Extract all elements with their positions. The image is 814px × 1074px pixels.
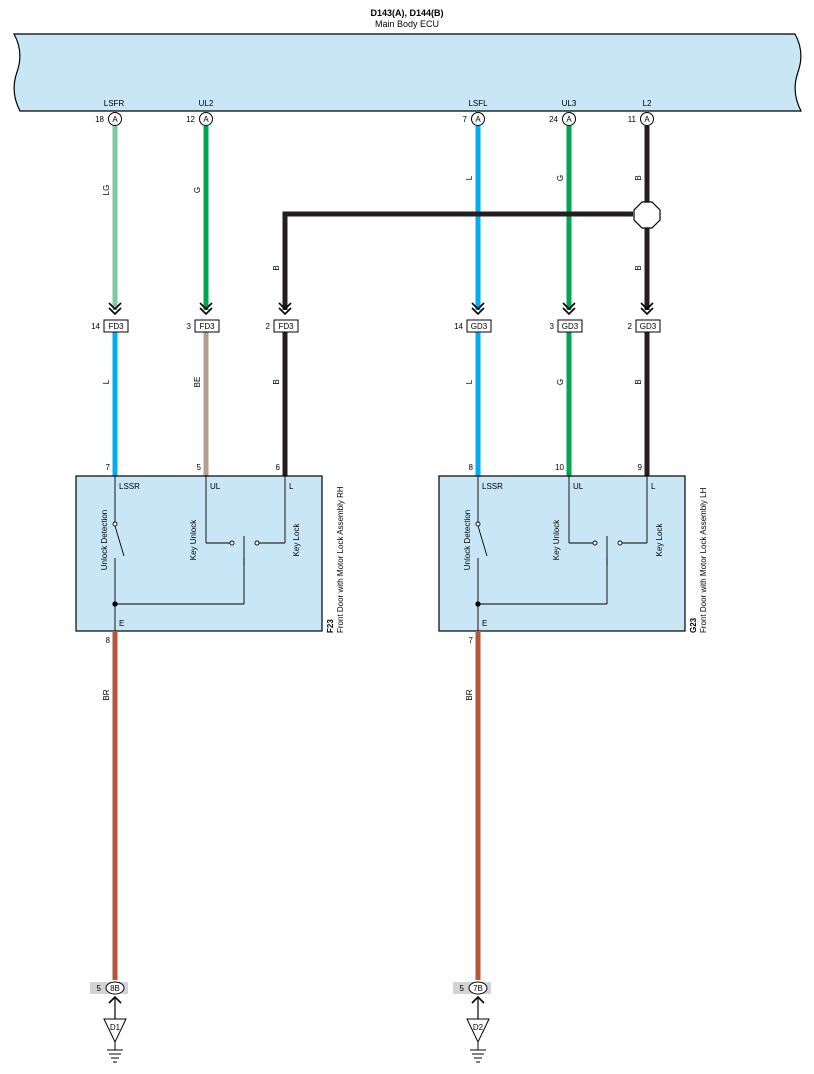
svg-text:FD3: FD3 [199, 322, 215, 331]
rh-pin-num-l: 6 [276, 463, 281, 472]
connector-gd3-14: GD3 14 [454, 319, 492, 333]
svg-text:D1: D1 [110, 1023, 121, 1032]
svg-text:14: 14 [91, 322, 100, 331]
lh-assembly-code: G23 [689, 617, 698, 633]
rh-pin-num-lssr: 7 [106, 463, 111, 472]
connector-gd3-2: GD3 2 [628, 319, 661, 333]
connector-gd3-3: GD3 3 [550, 319, 583, 333]
rh-key-unlock-label: Key Unlock [189, 519, 198, 560]
ecu-pin-l2: A 11 [628, 112, 654, 126]
rh-pin-label-l: L [289, 482, 294, 491]
ecu-pin-ul3: A 24 [549, 112, 576, 126]
lh-pin-num-ul: 10 [555, 463, 564, 472]
wire-label-lg: LG [102, 185, 111, 196]
lh-key-lock-label: Key Lock [655, 523, 664, 557]
ecu-title: D143(A), D144(B) [370, 8, 443, 18]
svg-text:3: 3 [187, 322, 192, 331]
lh-pin-label-e: E [482, 619, 487, 628]
wire-label-g-rh: G [193, 187, 202, 193]
lh-pin-num-lssr: 8 [469, 463, 474, 472]
wire-label-g-lower-lh: G [556, 379, 565, 385]
ground-lh: 7B 5 D2 [453, 981, 491, 1063]
lh-pin-label-lssr: LSSR [482, 482, 503, 491]
connector-fd3-2: FD3 2 [266, 319, 299, 333]
wire-label-l-lower-rh: L [102, 379, 111, 384]
wire-label-br-lh: BR [465, 689, 474, 700]
rh-assembly-name: Front Door with Motor Lock Assembly RH [336, 486, 345, 633]
svg-text:GD3: GD3 [640, 322, 657, 331]
svg-text:GD3: GD3 [471, 322, 488, 331]
assembly-rh: 7 5 6 LSSR UL L E Unl [75, 463, 345, 645]
lh-pin-label-l: L [651, 482, 656, 491]
svg-text:7B: 7B [473, 984, 483, 993]
lh-key-unlock-label: Key Unlock [552, 519, 561, 560]
svg-text:14: 14 [454, 322, 463, 331]
svg-text:A: A [112, 115, 118, 124]
svg-text:A: A [203, 115, 209, 124]
svg-text:18: 18 [95, 115, 104, 124]
ecu-pin-label-l2: L2 [643, 99, 652, 108]
svg-text:3: 3 [550, 322, 555, 331]
wire-label-l-lh: L [465, 175, 474, 180]
wire-label-g-lh: G [556, 175, 565, 181]
ecu-pin-label-ul2: UL2 [199, 99, 214, 108]
rh-key-lock-label: Key Lock [292, 523, 301, 557]
svg-text:12: 12 [186, 115, 195, 124]
rh-pin-num-ul: 5 [197, 463, 202, 472]
ecu-pin-lsfl: A 7 [463, 112, 485, 126]
ecu-pin-label-lsfr: LSFR [104, 99, 125, 108]
lh-internal-circuit [475, 476, 648, 631]
lh-unlock-detection-label: Unlock Detection [463, 510, 472, 570]
svg-text:D2: D2 [473, 1023, 484, 1032]
wire-label-b-branch: B [272, 265, 281, 270]
lh-assembly-name: Front Door with Motor Lock Assembly LH [699, 487, 708, 633]
assembly-lh: 8 10 9 LSSR UL L E Unlock Detection Key … [438, 463, 708, 645]
ecu-pin-ul2: A 12 [186, 112, 213, 126]
ecu-name: Main Body ECU [375, 19, 439, 29]
lh-pin-num-l: 9 [638, 463, 643, 472]
svg-text:11: 11 [628, 115, 637, 124]
wire-label-br-rh: BR [102, 689, 111, 700]
wire-label-l-lower-lh: L [465, 379, 474, 384]
rh-pin-label-e: E [119, 619, 124, 628]
svg-text:2: 2 [266, 322, 271, 331]
svg-text:A: A [644, 115, 650, 124]
svg-text:FD3: FD3 [108, 322, 124, 331]
connector-fd3-3: FD3 3 [187, 319, 220, 333]
svg-text:24: 24 [549, 115, 558, 124]
svg-text:A: A [566, 115, 572, 124]
splice-point [633, 201, 661, 229]
lh-pin-label-ul: UL [573, 482, 584, 491]
connector-chevrons [108, 302, 654, 316]
svg-text:A: A [475, 115, 481, 124]
rh-pin-label-ul: UL [210, 482, 221, 491]
rh-pin-label-lssr: LSSR [119, 482, 140, 491]
svg-text:7: 7 [463, 115, 468, 124]
svg-text:5: 5 [97, 984, 102, 993]
wire-label-b-lh-top: B [634, 175, 643, 180]
svg-text:FD3: FD3 [278, 322, 294, 331]
ecu-pin-lsfr: A 18 [95, 112, 122, 126]
wire-label-b-lh-mid: B [634, 265, 643, 270]
ground-rh: 8B 5 D1 [90, 981, 128, 1063]
rh-internal-circuit [112, 476, 286, 631]
wire-label-b-lower-lh: B [634, 379, 643, 384]
ecu-pin-label-ul3: UL3 [562, 99, 577, 108]
svg-text:5: 5 [460, 984, 465, 993]
wire-label-b-lower-rh: B [272, 379, 281, 384]
svg-text:2: 2 [628, 322, 633, 331]
connector-fd3-14: FD3 14 [91, 319, 129, 333]
lh-ground-pin-num: 7 [469, 636, 474, 645]
ecu-body [12, 33, 802, 112]
svg-text:8B: 8B [110, 984, 120, 993]
wire-label-be-lower-rh: BE [193, 377, 202, 388]
wire-b-branch [282, 211, 633, 310]
rh-ground-pin-num: 8 [106, 636, 111, 645]
rh-assembly-code: F23 [326, 619, 335, 633]
svg-text:GD3: GD3 [562, 322, 579, 331]
rh-unlock-detection-label: Unlock Detection [100, 510, 109, 570]
ecu-pin-label-lsfl: LSFL [468, 99, 488, 108]
